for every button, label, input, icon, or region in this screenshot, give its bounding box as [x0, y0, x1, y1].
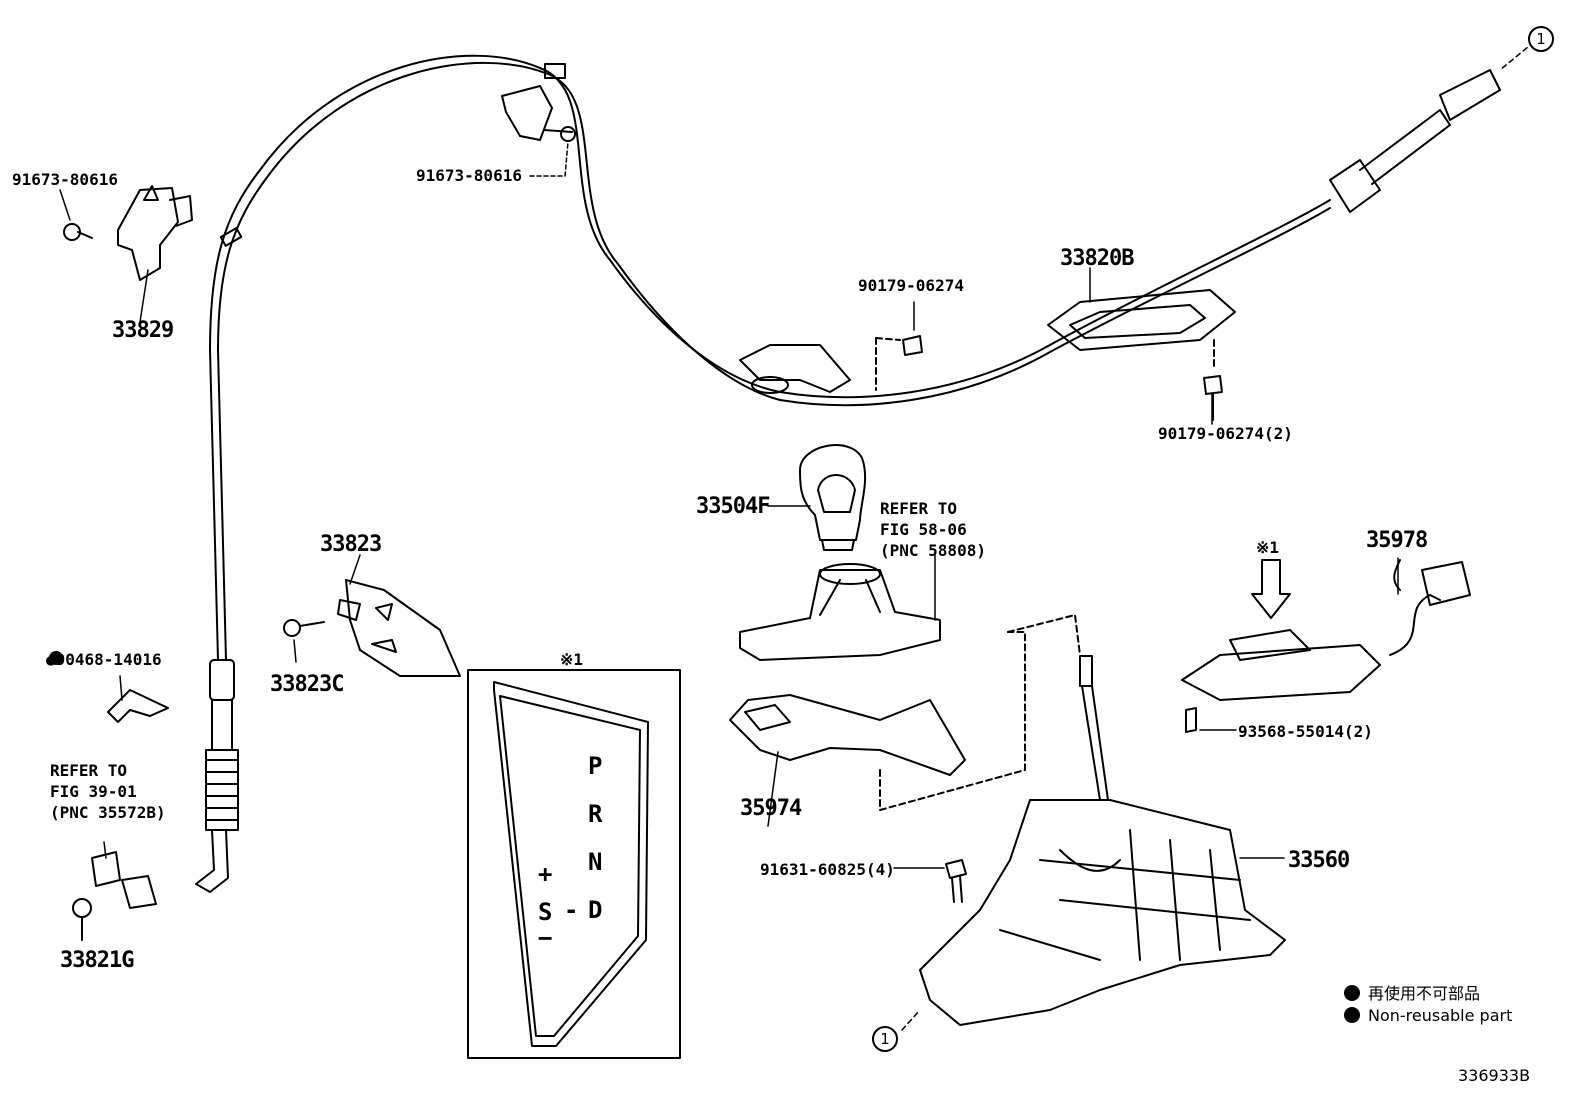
refer-fig-39-01: REFER TO FIG 39-01 (PNC 35572B) [50, 761, 166, 822]
nut-90179-2 [1203, 375, 1223, 421]
cable-bracket-mid [739, 344, 851, 394]
refer-fig-58-06: REFER TO FIG 58-06 (PNC 58808) [880, 499, 986, 560]
shift-cable [195, 54, 1501, 893]
part-label-90179-top: 90179-06274 [858, 276, 964, 295]
part-label-33504F: 33504F [696, 494, 770, 519]
diagram-code: 336933B [1458, 1066, 1531, 1085]
legend-dot-icon [1344, 985, 1360, 1001]
gate-letter-dash: - [564, 896, 579, 924]
legend-dot-icon [1344, 1007, 1360, 1023]
bolt-91673-left [63, 223, 93, 241]
clip-90468 [107, 689, 169, 723]
gate-letter-plus: + [538, 860, 553, 888]
part-label-35978: 35978 [1366, 528, 1428, 553]
part-label-93568: 93568-55014(2) [1238, 722, 1373, 741]
part-label-33829: 33829 [112, 318, 174, 343]
legend-en-text: Non-reusable part [1368, 1006, 1513, 1025]
callout-marker-bottom: 1 [872, 1026, 898, 1052]
bracket-33829 [117, 185, 193, 281]
gate-letter-minus: − [538, 924, 553, 952]
shift-gate-box [467, 669, 681, 1059]
shifter-assembly-33560 [919, 655, 1286, 1026]
plate-33820B [1047, 289, 1236, 371]
gate-letter-s: S [538, 898, 553, 926]
shift-bezel [739, 563, 941, 661]
legend-jp-text: 再使用不可部品 [1368, 984, 1481, 1003]
part-label-90179-2: 90179-06274(2) [1158, 424, 1293, 443]
gate-letter-d: D [588, 896, 603, 924]
bracket-35974 [729, 614, 1081, 811]
part-label-90468: ●90468-14016 [46, 650, 162, 669]
part-label-33560: 33560 [1288, 848, 1350, 873]
non-reusable-dot [49, 651, 63, 665]
sensor-35978 [1181, 559, 1471, 733]
cable-bracket-top [501, 85, 576, 142]
asterisk-note-top: ※1 [1256, 538, 1280, 557]
legend-en: Non-reusable part [1344, 1006, 1512, 1025]
gate-letter-n: N [588, 848, 603, 876]
bolt-91631 [945, 859, 967, 903]
part-label-91673-top: 91673-80616 [416, 166, 522, 185]
bracket-35572B [91, 851, 157, 909]
shift-knob-33504F [799, 444, 867, 551]
view-arrow [1251, 559, 1291, 619]
callout-marker-top: 1 [1528, 26, 1554, 52]
plate-33823 [337, 579, 461, 677]
part-label-35974: 35974 [740, 796, 802, 821]
leader-lines [59, 41, 1535, 1031]
screw-33823C [283, 619, 325, 637]
asterisk-note-box: ※1 [560, 650, 584, 669]
part-label-33821G: 33821G [60, 948, 134, 973]
legend-jp: 再使用不可部品 [1344, 980, 1480, 1004]
part-label-91673-left: 91673-80616 [12, 170, 118, 189]
part-label-33823C: 33823C [270, 672, 344, 697]
part-label-33820B: 33820B [1060, 246, 1134, 271]
nut-33821G [72, 898, 92, 941]
part-label-91631: 91631-60825(4) [760, 860, 895, 879]
part-label-33823: 33823 [320, 532, 382, 557]
gate-letter-p: P [588, 752, 603, 780]
gate-letter-r: R [588, 800, 603, 828]
nut-90179-top [875, 335, 923, 391]
